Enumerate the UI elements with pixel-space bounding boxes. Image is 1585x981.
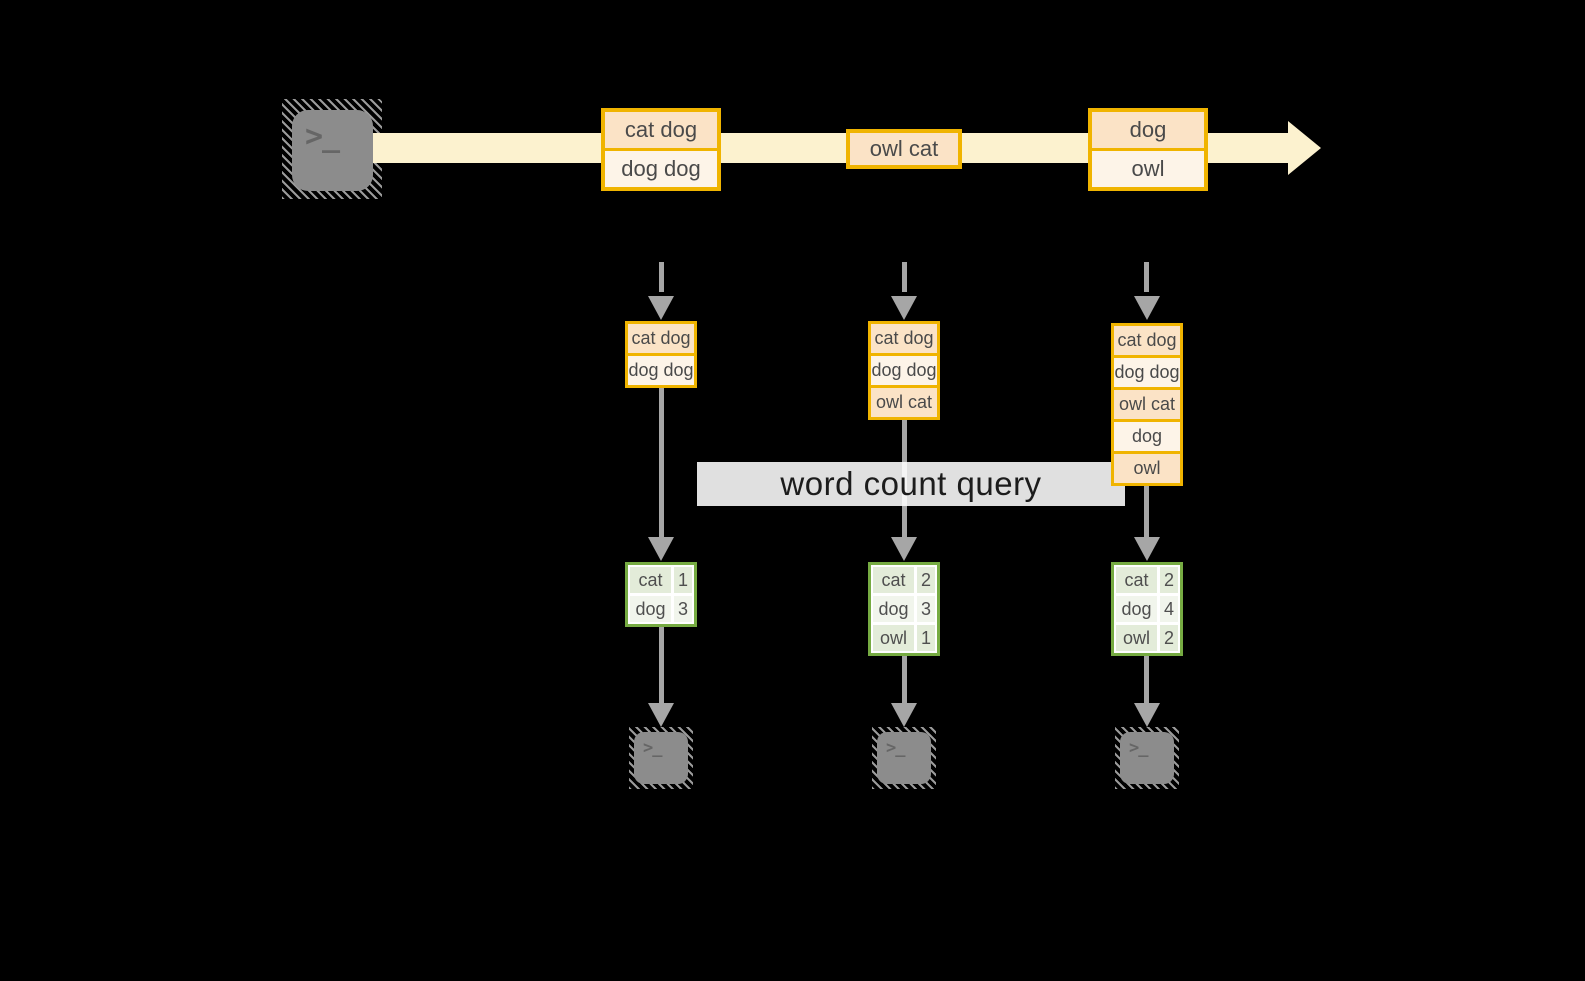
dashed-arrow-line: [902, 262, 907, 292]
accumulated-line: owl cat: [871, 388, 937, 417]
event-line: owl cat: [850, 133, 958, 165]
accumulated-line: dog dog: [1114, 358, 1180, 387]
count-cell: 3: [674, 596, 692, 622]
output-arrow-line: [1144, 656, 1149, 703]
sink-terminal-icon: >_: [1115, 727, 1179, 789]
terminal-prompt-icon: >_: [643, 738, 663, 758]
sink-terminal-icon: >_: [872, 727, 936, 789]
event-line: dog: [1092, 112, 1204, 148]
terminal-prompt-icon: >_: [305, 119, 340, 154]
terminal-body: >_: [292, 110, 373, 191]
query-arrow-head-icon: [891, 537, 917, 561]
word-cell: dog: [873, 596, 914, 622]
word-cell: owl: [873, 625, 914, 651]
count-cell: 2: [917, 567, 935, 593]
count-cell: 2: [1160, 625, 1178, 651]
accumulated-line: cat dog: [1114, 326, 1180, 355]
count-cell: 3: [917, 596, 935, 622]
terminal-body: >_: [634, 732, 688, 784]
accumulated-line: cat dog: [628, 324, 694, 353]
count-cell: 2: [1160, 567, 1178, 593]
stream-event-box-3: dog owl: [1088, 108, 1208, 191]
accumulated-line: dog: [1114, 422, 1180, 451]
stream-event-box-1: cat dog dog dog: [601, 108, 721, 191]
word-cell: cat: [873, 567, 914, 593]
accumulated-input-box-1: cat dog dog dog: [625, 321, 697, 388]
output-arrow-line: [902, 656, 907, 703]
accumulated-line: dog dog: [871, 356, 937, 385]
word-cell: dog: [1116, 596, 1157, 622]
count-cell: 1: [917, 625, 935, 651]
word-cell: dog: [630, 596, 671, 622]
word-cell: cat: [630, 567, 671, 593]
query-arrow-head-icon: [648, 537, 674, 561]
output-arrow-head-icon: [648, 703, 674, 727]
accumulated-line: owl: [1114, 454, 1180, 483]
count-cell: 1: [674, 567, 692, 593]
terminal-prompt-icon: >_: [886, 738, 906, 758]
terminal-body: >_: [1120, 732, 1174, 784]
source-terminal-icon: >_: [282, 99, 382, 199]
dashed-arrow-line: [659, 262, 664, 292]
dashed-arrow-head-icon: [1134, 296, 1160, 320]
query-arrow-line: [659, 388, 664, 539]
word-cell: cat: [1116, 567, 1157, 593]
wordcount-table-3: cat 2 dog 4 owl 2: [1111, 562, 1183, 656]
dashed-arrow-head-icon: [891, 296, 917, 320]
event-line: dog dog: [605, 151, 717, 187]
query-arrow-line: [1144, 486, 1149, 539]
accumulated-input-box-3: cat dog dog dog owl cat dog owl: [1111, 323, 1183, 486]
query-arrow-head-icon: [1134, 537, 1160, 561]
event-line: cat dog: [605, 112, 717, 148]
output-arrow-head-icon: [891, 703, 917, 727]
accumulated-line: owl cat: [1114, 390, 1180, 419]
terminal-body: >_: [877, 732, 931, 784]
query-label-band: word count query: [697, 462, 1125, 506]
word-cell: owl: [1116, 625, 1157, 651]
stream-event-box-2: owl cat: [846, 129, 962, 169]
dashed-arrow-line: [1144, 262, 1149, 292]
output-arrow-line: [659, 627, 664, 703]
accumulated-line: dog dog: [628, 356, 694, 385]
terminal-prompt-icon: >_: [1129, 738, 1149, 758]
query-label: word count query: [780, 465, 1042, 502]
stream-arrowhead-icon: [1288, 121, 1321, 175]
count-cell: 4: [1160, 596, 1178, 622]
event-line: owl: [1092, 151, 1204, 187]
output-arrow-head-icon: [1134, 703, 1160, 727]
wordcount-table-1: cat 1 dog 3: [625, 562, 697, 627]
dashed-arrow-head-icon: [648, 296, 674, 320]
wordcount-table-2: cat 2 dog 3 owl 1: [868, 562, 940, 656]
accumulated-input-box-2: cat dog dog dog owl cat: [868, 321, 940, 420]
accumulated-line: cat dog: [871, 324, 937, 353]
sink-terminal-icon: >_: [629, 727, 693, 789]
